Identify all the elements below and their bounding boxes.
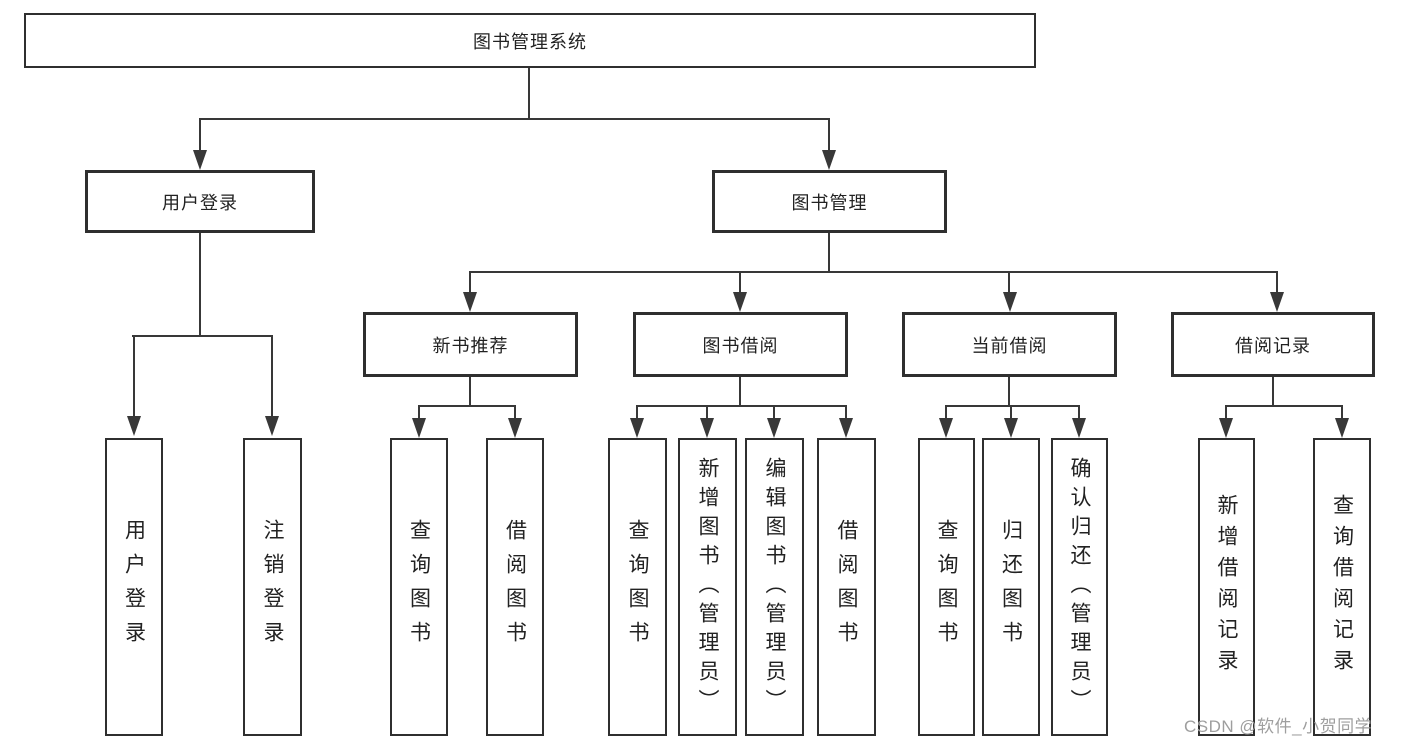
connector-borrow-records-bar xyxy=(1225,405,1343,407)
arrowhead-query-book-current xyxy=(939,418,953,438)
arrowhead-leaf-user-login xyxy=(127,416,141,436)
node-leaf-borrow-book-recommend: 借阅图书 xyxy=(486,438,544,736)
connector-book-borrow-bar xyxy=(636,405,847,407)
arrowhead-new-book-recommend xyxy=(463,292,477,312)
arrowhead-query-borrow-record xyxy=(1335,418,1349,438)
node-leaf-add-borrow-record: 新增借阅记录 xyxy=(1198,438,1255,736)
connector-drop-borrow-records xyxy=(1276,271,1278,295)
node-leaf-add-book-admin-label: 新增图书（管理员） xyxy=(696,456,720,718)
connector-drop-borrow-book-borrow xyxy=(845,405,847,420)
connector-drop-user-login xyxy=(199,118,201,152)
node-current-borrow: 当前借阅 xyxy=(902,312,1117,377)
node-leaf-confirm-return-admin-label: 确认归还（管理员） xyxy=(1068,456,1092,718)
connector-drop-query-borrow-record xyxy=(1341,405,1343,420)
node-leaf-logout-label: 注销登录 xyxy=(261,519,285,655)
connector-new-book-recommend-stem xyxy=(469,377,471,407)
node-book-borrow-label: 图书借阅 xyxy=(702,335,779,356)
node-current-borrow-label: 当前借阅 xyxy=(971,335,1048,356)
node-leaf-confirm-return-admin: 确认归还（管理员） xyxy=(1051,438,1108,736)
node-leaf-return-book: 归还图书 xyxy=(982,438,1040,736)
connector-drop-query-book-borrow xyxy=(636,405,638,420)
node-leaf-query-book-borrow-label: 查询图书 xyxy=(626,519,650,655)
node-leaf-edit-book-admin-label: 编辑图书（管理员） xyxy=(763,456,787,718)
arrowhead-book-borrow xyxy=(733,292,747,312)
connector-level3-bar xyxy=(469,271,1278,273)
arrowhead-book-management xyxy=(822,150,836,170)
node-leaf-query-book-current-label: 查询图书 xyxy=(935,519,959,655)
connector-level1-bar xyxy=(199,118,830,120)
connector-drop-edit-book-admin xyxy=(773,405,775,420)
arrowhead-borrow-records xyxy=(1270,292,1284,312)
node-leaf-query-borrow-record: 查询借阅记录 xyxy=(1313,438,1371,736)
node-leaf-logout: 注销登录 xyxy=(243,438,302,736)
node-leaf-user-login: 用户登录 xyxy=(105,438,163,736)
arrowhead-borrow-book-recommend xyxy=(508,418,522,438)
watermark: CSDN @软件_小贺同学 xyxy=(1184,717,1373,736)
connector-drop-current-borrow xyxy=(1008,271,1010,295)
arrowhead-confirm-return-admin xyxy=(1072,418,1086,438)
connector-user-login-bar xyxy=(132,335,273,337)
node-leaf-user-login-label: 用户登录 xyxy=(122,519,146,655)
arrowhead-query-book-borrow xyxy=(630,418,644,438)
connector-drop-new-book-recommend xyxy=(469,271,471,295)
connector-book-management-stem xyxy=(828,233,830,273)
node-leaf-query-book-borrow: 查询图书 xyxy=(608,438,667,736)
arrowhead-query-book-recommend xyxy=(412,418,426,438)
arrowhead-current-borrow xyxy=(1003,292,1017,312)
connector-drop-book-management xyxy=(828,118,830,152)
arrowhead-return-book xyxy=(1004,418,1018,438)
node-root-label: 图书管理系统 xyxy=(473,31,587,52)
connector-drop-leaf-user-login xyxy=(133,335,135,418)
connector-drop-return-book xyxy=(1010,405,1012,420)
node-book-management: 图书管理 xyxy=(712,170,947,233)
connector-user-login-stem xyxy=(199,233,201,337)
connector-drop-book-borrow xyxy=(739,271,741,295)
node-book-management-label: 图书管理 xyxy=(791,192,868,213)
node-leaf-borrow-book-recommend-label: 借阅图书 xyxy=(503,519,527,655)
node-new-book-recommend: 新书推荐 xyxy=(363,312,578,377)
node-leaf-borrow-book-borrow-label: 借阅图书 xyxy=(835,519,859,655)
node-user-login: 用户登录 xyxy=(85,170,315,233)
node-leaf-query-book-current: 查询图书 xyxy=(918,438,975,736)
node-root: 图书管理系统 xyxy=(24,13,1036,68)
node-new-book-recommend-label: 新书推荐 xyxy=(432,335,509,356)
connector-drop-add-borrow-record xyxy=(1225,405,1227,420)
connector-drop-add-book-admin xyxy=(706,405,708,420)
arrowhead-edit-book-admin xyxy=(767,418,781,438)
node-user-login-label: 用户登录 xyxy=(162,192,238,213)
node-book-borrow: 图书借阅 xyxy=(633,312,848,377)
arrowhead-add-book-admin xyxy=(700,418,714,438)
node-borrow-records: 借阅记录 xyxy=(1171,312,1375,377)
connector-drop-leaf-logout xyxy=(271,335,273,418)
connector-new-book-recommend-bar xyxy=(418,405,516,407)
connector-drop-query-book-recommend xyxy=(418,405,420,420)
connector-root-stem xyxy=(528,68,530,120)
connector-current-borrow-bar xyxy=(945,405,1080,407)
connector-drop-borrow-book-recommend xyxy=(514,405,516,420)
connector-book-borrow-stem xyxy=(739,377,741,407)
node-borrow-records-label: 借阅记录 xyxy=(1235,335,1311,356)
connector-current-borrow-stem xyxy=(1008,377,1010,407)
arrowhead-user-login xyxy=(193,150,207,170)
node-leaf-add-borrow-record-label: 新增借阅记录 xyxy=(1215,494,1239,680)
node-leaf-return-book-label: 归还图书 xyxy=(999,519,1023,655)
connector-borrow-records-stem xyxy=(1272,377,1274,407)
connector-drop-confirm-return-admin xyxy=(1078,405,1080,420)
node-leaf-query-borrow-record-label: 查询借阅记录 xyxy=(1330,494,1354,680)
arrowhead-add-borrow-record xyxy=(1219,418,1233,438)
node-leaf-edit-book-admin: 编辑图书（管理员） xyxy=(745,438,804,736)
node-leaf-query-book-recommend-label: 查询图书 xyxy=(407,519,431,655)
node-leaf-add-book-admin: 新增图书（管理员） xyxy=(678,438,737,736)
node-leaf-query-book-recommend: 查询图书 xyxy=(390,438,448,736)
connector-drop-query-book-current xyxy=(945,405,947,420)
arrowhead-borrow-book-borrow xyxy=(839,418,853,438)
node-leaf-borrow-book-borrow: 借阅图书 xyxy=(817,438,876,736)
arrowhead-leaf-logout xyxy=(265,416,279,436)
